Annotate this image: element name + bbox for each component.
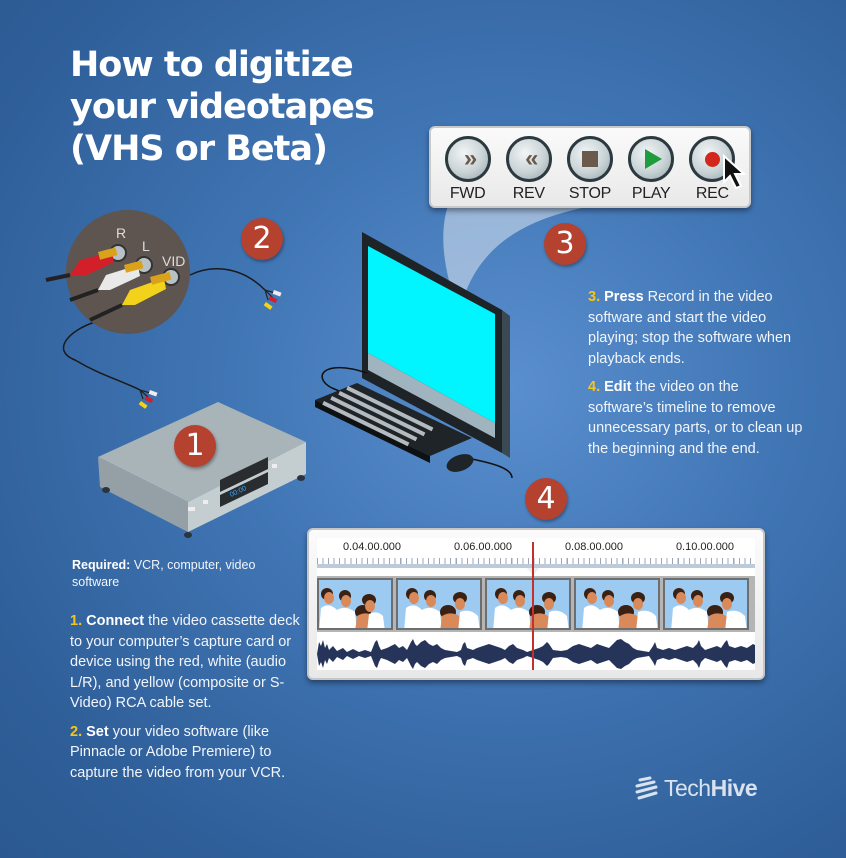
mouse-cursor-icon	[723, 153, 747, 190]
play-icon	[644, 149, 662, 169]
video-frame[interactable]	[663, 578, 749, 630]
vcr-illustration: 00:00	[88, 392, 308, 542]
playback-controls-panel: » FWD « REV STOP PLAY REC	[429, 126, 751, 208]
jack-label-r: R	[116, 225, 127, 241]
fast-forward-icon: »	[463, 145, 478, 172]
jack-label-vid: VID	[162, 253, 186, 269]
timeline-ruler: 0.04.00.000 0.06.00.000 0.08.00.000 0.10…	[317, 538, 755, 572]
rec-label: REC	[695, 185, 729, 202]
editing-timeline: 0.04.00.000 0.06.00.000 0.08.00.000 0.10…	[307, 528, 765, 680]
required-note: Required: VCR, computer, video software	[72, 557, 272, 591]
video-frame[interactable]	[485, 578, 571, 630]
step-3-keyword: Press	[604, 289, 644, 305]
fwd-label: FWD	[449, 185, 486, 202]
stop-button[interactable]: STOP	[562, 136, 618, 206]
step-3-number: 3.	[588, 289, 601, 305]
play-label: PLAY	[631, 185, 671, 202]
fwd-button[interactable]: » FWD	[440, 136, 496, 206]
title-line-2: your videotapes	[70, 87, 375, 127]
beam-highlight	[443, 200, 630, 310]
ruler-label: 0.04.00.000	[342, 541, 402, 553]
step-4: 4. Edit the video on the software’s time…	[588, 377, 803, 459]
title-line-3: (VHS or Beta)	[70, 129, 328, 169]
title-line-1: How to digitize	[70, 45, 354, 85]
step-4-text: the video on the software’s timeline to …	[588, 379, 803, 457]
stop-label: STOP	[568, 185, 611, 202]
step-4-number: 4.	[588, 379, 601, 395]
step-1-text: the video cassette deck to your computer…	[70, 613, 300, 711]
step-badge-4: 4	[525, 478, 567, 520]
stop-icon	[581, 151, 598, 167]
computer-illustration	[312, 228, 522, 479]
step-3: 3. Press Record in the video software an…	[588, 287, 803, 369]
step-1: 1. Connect the video cassette deck to yo…	[70, 611, 315, 714]
ruler-ticks	[317, 558, 755, 568]
techhive-logo: TechHive	[634, 773, 758, 803]
step-1-keyword: Connect	[86, 613, 145, 629]
step-1-number: 1.	[70, 613, 83, 629]
ruler-label: 0.08.00.000	[564, 541, 624, 553]
ruler-label: 0.10.00.000	[675, 541, 735, 553]
step-2-number: 2.	[70, 723, 83, 740]
play-button[interactable]: PLAY	[623, 136, 679, 206]
techhive-stripes-icon	[635, 776, 658, 800]
jack-label-l: L	[142, 238, 150, 254]
step-badge-2: 2	[241, 218, 283, 260]
rewind-icon: «	[525, 145, 539, 172]
required-text: VCR, computer, video software	[72, 558, 256, 589]
step-2-keyword: Set	[86, 723, 109, 740]
step-4-keyword: Edit	[604, 379, 632, 395]
step-badge-3: 3	[544, 223, 586, 265]
logo-text-light: Tech	[664, 774, 711, 801]
video-frame[interactable]	[574, 578, 660, 630]
video-track	[317, 576, 755, 632]
page-title: How to digitize your videotapes (VHS or …	[70, 44, 410, 170]
ruler-label: 0.06.00.000	[453, 541, 513, 553]
logo-text-bold: Hive	[710, 774, 758, 801]
step-2: 2. Set your video software (like Pinnacl…	[70, 722, 315, 784]
rev-label: REV	[512, 185, 545, 202]
record-icon	[704, 151, 720, 167]
step-badge-1: 1	[174, 425, 216, 467]
rev-button[interactable]: « REV	[501, 136, 557, 206]
video-frame[interactable]	[396, 578, 482, 630]
required-label: Required:	[72, 558, 131, 572]
video-frame[interactable]	[317, 578, 393, 630]
step-2-text: your video software (like Pinnacle or Ad…	[70, 723, 286, 781]
step-3-text: Record in the video software and start t…	[588, 289, 792, 367]
steps-1-2: 1. Connect the video cassette deck to yo…	[70, 611, 315, 791]
audio-waveform	[317, 639, 755, 669]
rca-cable-illustration: R L VID	[40, 210, 300, 410]
playhead-line[interactable]	[532, 542, 534, 670]
steps-3-4: 3. Press Record in the video software an…	[588, 287, 803, 467]
